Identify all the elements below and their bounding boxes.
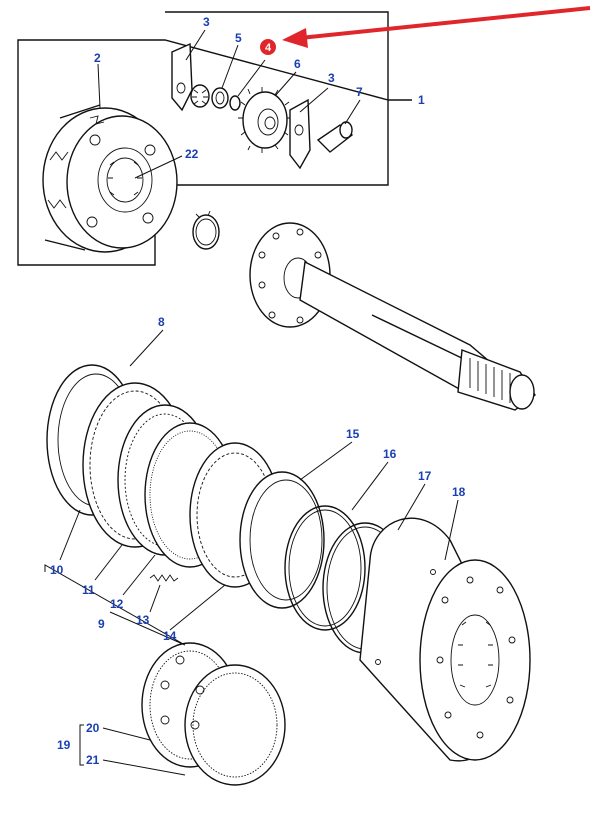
leader-3a	[185, 29, 206, 61]
label-18: 18	[452, 485, 466, 499]
highlight-badge-4	[260, 39, 276, 55]
thrust-plate-part-3-right	[289, 98, 311, 170]
leader-3b	[299, 87, 329, 113]
leader-20	[102, 727, 151, 741]
spring-part-13	[149, 574, 179, 582]
leader-2	[97, 63, 101, 109]
leader-11	[94, 544, 123, 581]
label-20: 20	[86, 721, 100, 735]
bracket-19	[79, 724, 84, 766]
leader-9	[44, 564, 186, 646]
label-10: 10	[50, 563, 64, 577]
label-11: 11	[82, 583, 95, 597]
axle-shaft	[249, 222, 536, 411]
label-22: 22	[185, 147, 199, 161]
leader-14	[169, 584, 226, 631]
circlip	[192, 210, 220, 250]
piston-part-15	[239, 471, 325, 609]
planet-carrier-part-2	[42, 104, 178, 253]
label-7: 7	[356, 85, 363, 99]
planet-pin-part-7	[316, 121, 354, 153]
thrust-plate-part-3-left	[171, 42, 193, 112]
label-6: 6	[294, 57, 301, 71]
leader-6	[274, 71, 297, 97]
leader-17	[397, 483, 426, 531]
seal-ring-part-16	[284, 505, 366, 631]
highlight-badge-4-text: 4	[265, 42, 272, 54]
leader-5	[221, 44, 239, 89]
leader-22	[134, 155, 183, 179]
leader-7	[344, 99, 361, 125]
group-box-1	[17, 11, 412, 266]
label-12: 12	[110, 597, 124, 611]
leader-10	[59, 509, 81, 561]
leader-21	[102, 759, 186, 776]
leader-8	[129, 329, 164, 367]
label-17: 17	[418, 469, 432, 483]
label-21: 21	[86, 753, 100, 767]
label-3b: 3	[328, 71, 335, 85]
brake-housing-part-18	[359, 517, 531, 762]
label-1: 1	[418, 93, 425, 107]
highlight-arrowhead	[282, 28, 308, 48]
label-15: 15	[346, 427, 360, 441]
washer-part-5	[211, 87, 229, 109]
leader-12	[122, 554, 156, 596]
planet-gear-part-6	[238, 87, 292, 153]
label-9: 9	[98, 617, 105, 631]
leader-4	[237, 59, 266, 97]
leader-16	[351, 461, 389, 511]
label-8: 8	[158, 315, 165, 329]
label-13: 13	[136, 613, 150, 627]
label-14: 14	[163, 629, 177, 643]
friction-disc-part-21	[184, 664, 286, 786]
highlight-arrow	[299, 6, 591, 40]
leader-18	[444, 499, 459, 561]
label-3a: 3	[203, 15, 210, 29]
needle-bearing	[190, 84, 210, 108]
label-2: 2	[94, 51, 101, 65]
label-5: 5	[235, 31, 242, 45]
spacer-part-4	[229, 95, 241, 111]
label-19: 19	[57, 738, 71, 752]
leader-15	[299, 441, 353, 481]
label-16: 16	[383, 447, 397, 461]
leader-13	[149, 584, 161, 613]
